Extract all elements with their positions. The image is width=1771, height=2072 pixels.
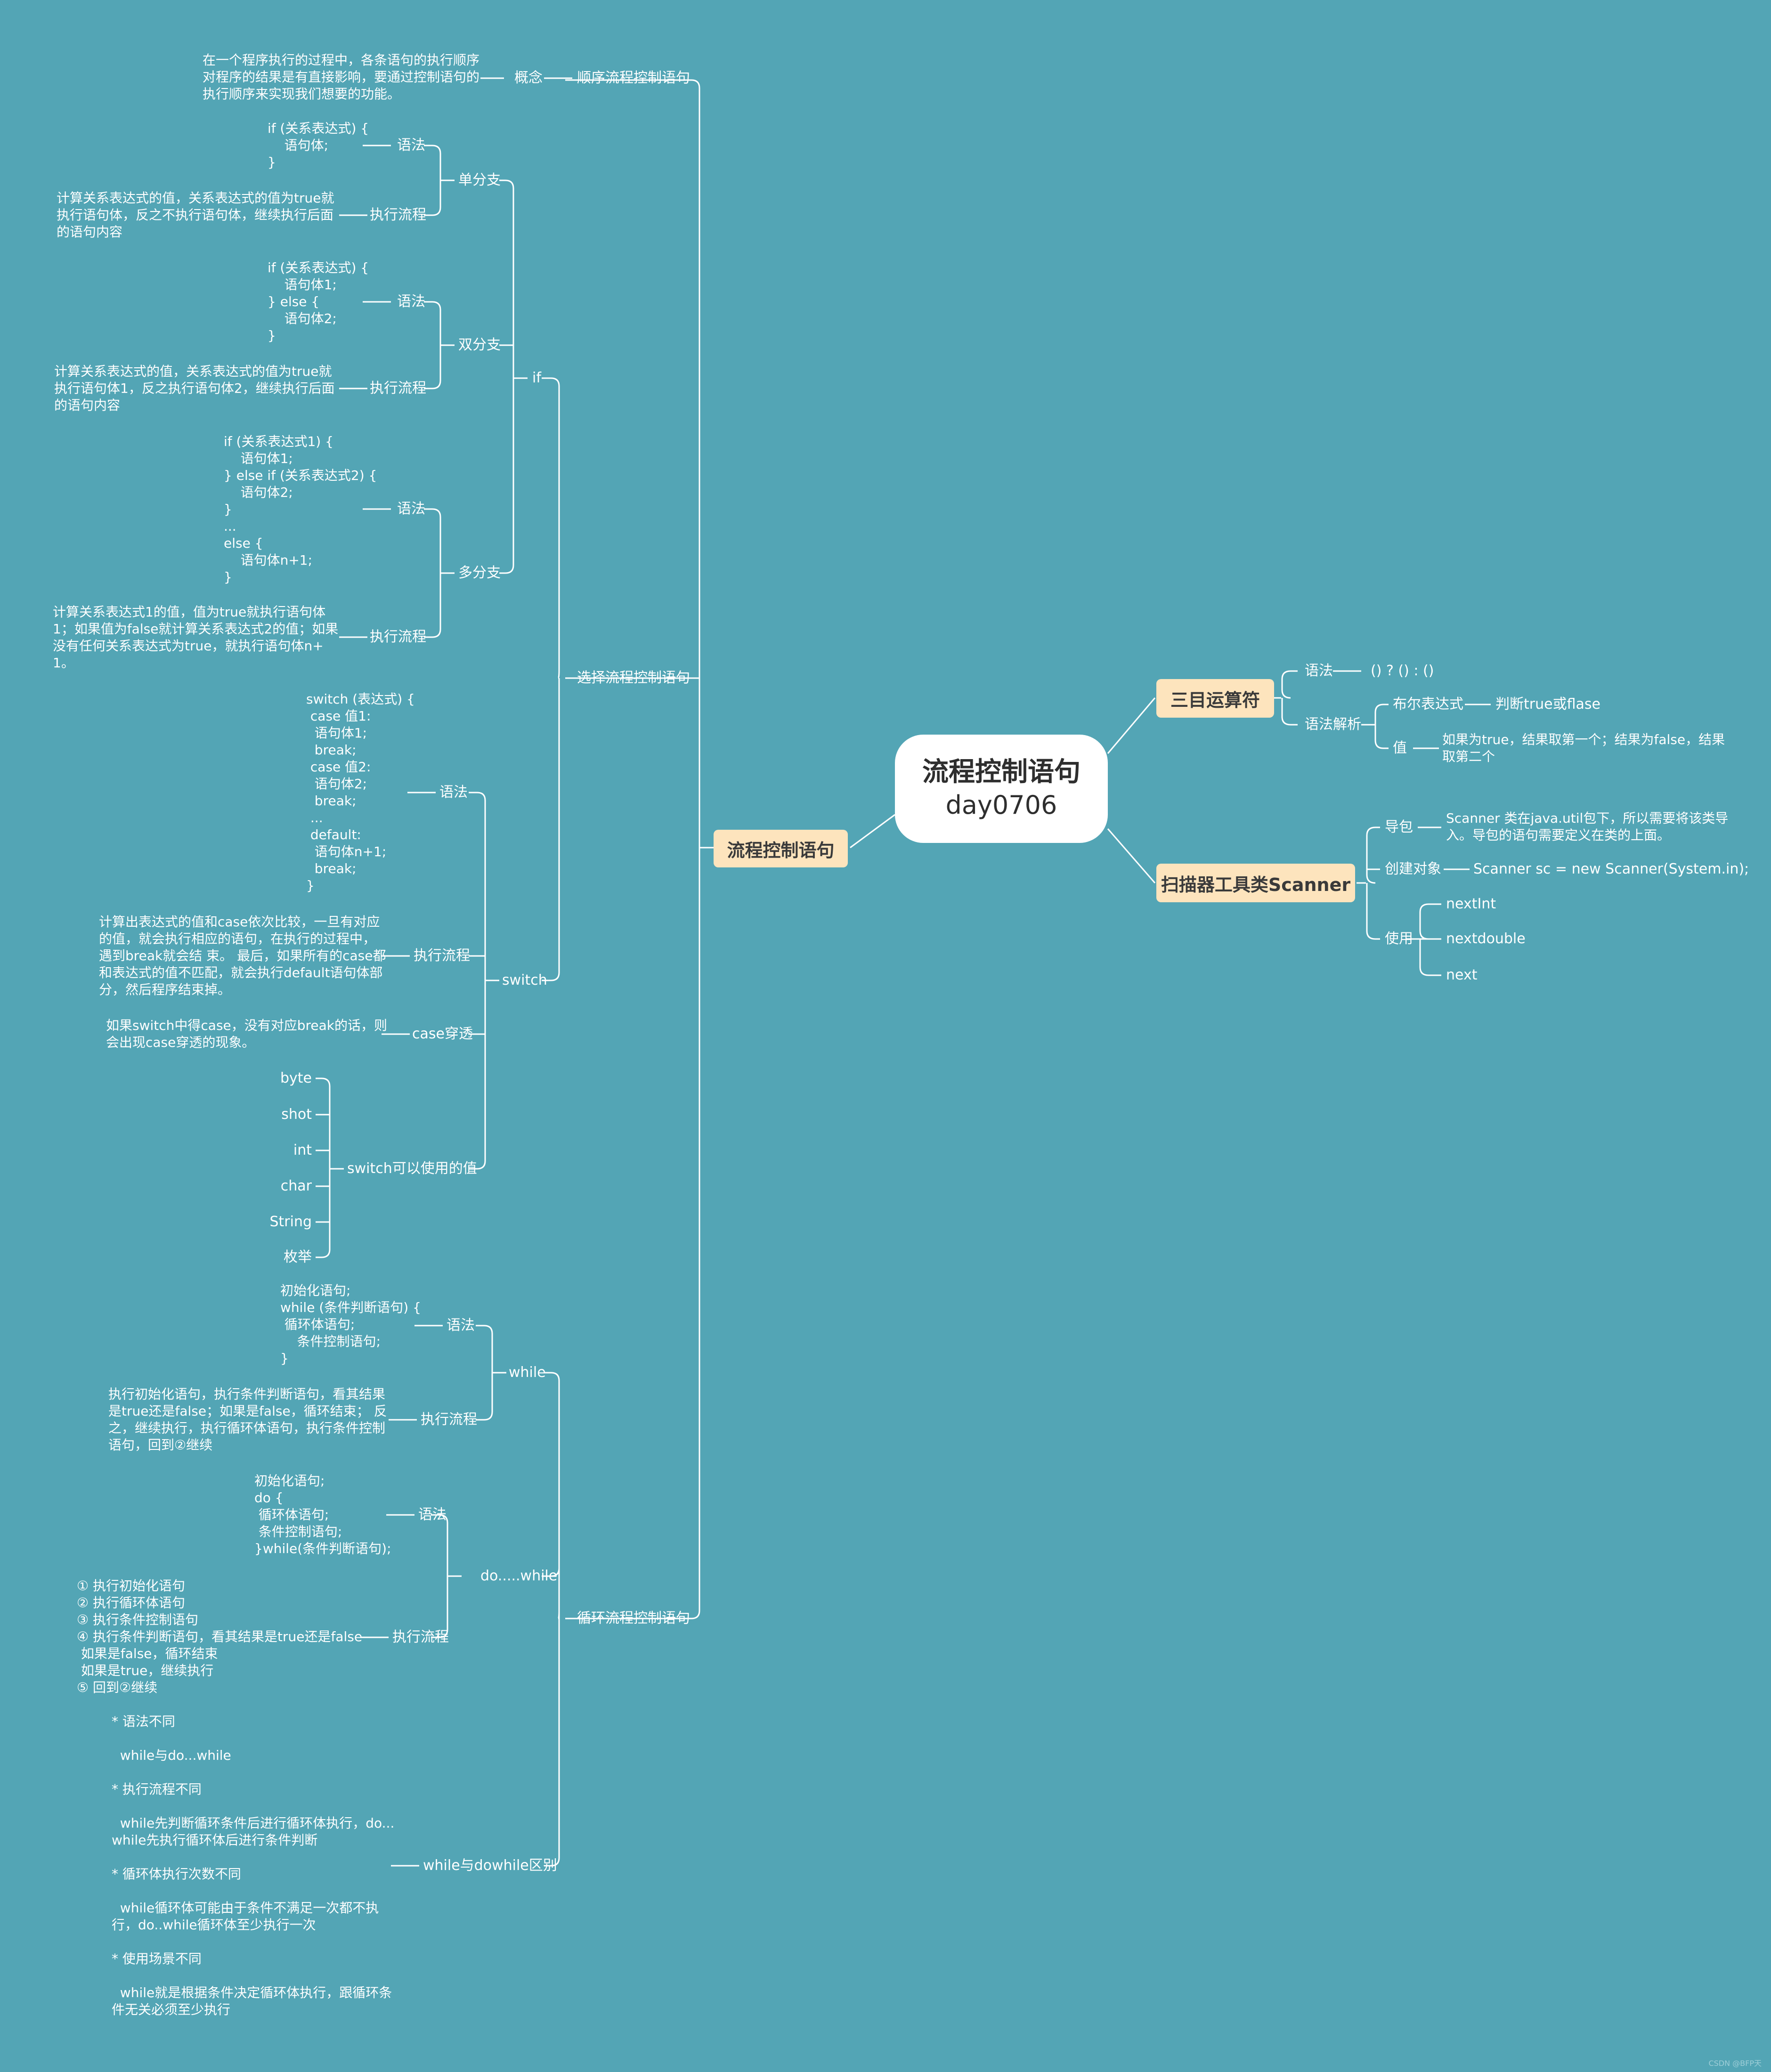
node-switch-flow[interactable]: 执行流程 bbox=[414, 947, 470, 964]
text-boolean-expression: 判断true或flase bbox=[1495, 696, 1600, 712]
node-single-flow[interactable]: 执行流程 bbox=[370, 207, 426, 223]
text-switch-flow: 计算出表达式的值和case依次比较，一旦有对应 的值，就会执行相应的语句，在执行… bbox=[99, 914, 386, 997]
branch-left-main[interactable]: 流程控制语句 bbox=[714, 830, 848, 867]
switch-value-item[interactable]: int bbox=[293, 1142, 312, 1158]
node-ternary-value[interactable]: 值 bbox=[1393, 740, 1407, 756]
node-boolean-expression[interactable]: 布尔表达式 bbox=[1393, 696, 1463, 712]
central-title: 流程控制语句 bbox=[922, 757, 1080, 787]
text-while-syntax: 初始化语句; while (条件判断语句) { 循环体语句; 条件控制语句; } bbox=[280, 1283, 421, 1366]
branch-scanner[interactable]: 扫描器工具类Scanner bbox=[1156, 864, 1355, 902]
text-while-flow: 执行初始化语句，执行条件判断语句，看其结果 是true还是false；如果是fa… bbox=[108, 1386, 387, 1453]
scanner-use-item[interactable]: nextdouble bbox=[1446, 931, 1526, 947]
text-multi-syntax: if (关系表达式1) { 语句体1; } else if (关系表达式2) {… bbox=[224, 434, 377, 585]
branch-ternary[interactable]: 三目运算符 bbox=[1156, 679, 1274, 718]
node-double-syntax[interactable]: 语法 bbox=[397, 293, 425, 310]
text-scanner-import: Scanner 类在java.util包下，所以需要将该类导 入。导包的语句需要… bbox=[1446, 810, 1729, 843]
text-dowhile-syntax: 初始化语句; do { 循环体语句; 条件控制语句; }while(条件判断语句… bbox=[254, 1473, 391, 1556]
node-dowhile-flow[interactable]: 执行流程 bbox=[392, 1629, 449, 1645]
text-single-flow: 计算关系表达式的值，关系表达式的值为true就 执行语句体，反之不执行语句体，继… bbox=[57, 190, 334, 240]
node-ternary-parse[interactable]: 语法解析 bbox=[1305, 716, 1361, 733]
node-sequential[interactable]: 顺序流程控制语句 bbox=[577, 70, 690, 86]
node-double-branch[interactable]: 双分支 bbox=[458, 337, 501, 353]
node-if[interactable]: if bbox=[532, 370, 541, 386]
text-double-syntax: if (关系表达式) { 语句体1; } else { 语句体2; } bbox=[268, 260, 369, 343]
text-double-flow: 计算关系表达式的值，关系表达式的值为true就 执行语句体1，反之执行语句体2，… bbox=[54, 364, 335, 413]
node-concept[interactable]: 概念 bbox=[514, 70, 543, 86]
node-while-syntax[interactable]: 语法 bbox=[447, 1317, 475, 1334]
node-scanner-create[interactable]: 创建对象 bbox=[1385, 861, 1441, 877]
switch-value-item[interactable]: byte bbox=[280, 1070, 312, 1086]
node-loop[interactable]: 循环流程控制语句 bbox=[577, 1610, 690, 1627]
switch-value-item[interactable]: char bbox=[280, 1178, 312, 1194]
scanner-use-item[interactable]: next bbox=[1446, 967, 1478, 983]
text-ternary-syntax: () ? () : () bbox=[1371, 663, 1434, 679]
central-topic[interactable]: 流程控制语句 day0706 bbox=[895, 735, 1108, 843]
switch-value-item[interactable]: 枚举 bbox=[284, 1249, 312, 1265]
text-single-syntax: if (关系表达式) { 语句体; } bbox=[268, 121, 369, 170]
watermark: CSDN @BFP天 bbox=[1708, 2059, 1762, 2068]
scanner-use-item[interactable]: nextInt bbox=[1446, 896, 1496, 912]
node-while[interactable]: while bbox=[509, 1364, 546, 1381]
node-multi-syntax[interactable]: 语法 bbox=[397, 501, 425, 517]
node-dowhile-syntax[interactable]: 语法 bbox=[418, 1506, 447, 1523]
node-ternary-syntax[interactable]: 语法 bbox=[1305, 663, 1333, 679]
node-switch[interactable]: switch bbox=[502, 972, 547, 988]
switch-value-item[interactable]: shot bbox=[281, 1106, 312, 1123]
node-selection[interactable]: 选择流程控制语句 bbox=[577, 670, 690, 686]
node-single-branch[interactable]: 单分支 bbox=[458, 172, 501, 188]
text-scanner-create: Scanner sc = new Scanner(System.in); bbox=[1473, 861, 1749, 877]
text-case-fallthrough: 如果switch中得case，没有对应break的话，则 会出现case穿透的现… bbox=[106, 1018, 388, 1050]
text-multi-flow: 计算关系表达式1的值，值为true就执行语句体 1；如果值为false就计算关系… bbox=[53, 604, 339, 671]
node-switch-values[interactable]: switch可以使用的值 bbox=[347, 1160, 477, 1177]
node-single-syntax[interactable]: 语法 bbox=[397, 137, 425, 154]
node-dowhile[interactable]: do.....while bbox=[480, 1568, 558, 1584]
text-ternary-value: 如果为true，结果取第一个；结果为false，结果 取第二个 bbox=[1442, 732, 1725, 764]
node-while-dowhile-diff[interactable]: while与dowhile区别 bbox=[423, 1857, 557, 1874]
switch-value-item[interactable]: String bbox=[269, 1214, 312, 1230]
node-multi-flow[interactable]: 执行流程 bbox=[370, 629, 426, 645]
text-while-dowhile-diff: * 语法不同 while与do...while * 执行流程不同 while先判… bbox=[112, 1714, 395, 2017]
node-multi-branch[interactable]: 多分支 bbox=[458, 565, 501, 581]
node-scanner-import[interactable]: 导包 bbox=[1385, 819, 1413, 835]
text-concept: 在一个程序执行的过程中，各条语句的执行顺序 对程序的结果是有直接影响，要通过控制… bbox=[203, 52, 480, 102]
node-switch-syntax[interactable]: 语法 bbox=[439, 784, 468, 801]
text-dowhile-flow: ① 执行初始化语句 ② 执行循环体语句 ③ 执行条件控制语句 ④ 执行条件判断语… bbox=[77, 1578, 363, 1695]
node-scanner-use[interactable]: 使用 bbox=[1385, 931, 1413, 947]
node-while-flow[interactable]: 执行流程 bbox=[421, 1411, 477, 1428]
node-case-fallthrough[interactable]: case穿透 bbox=[412, 1026, 473, 1042]
node-double-flow[interactable]: 执行流程 bbox=[370, 380, 426, 397]
text-switch-syntax: switch (表达式) { case 值1: 语句体1; break; cas… bbox=[306, 691, 415, 893]
central-subtitle: day0706 bbox=[945, 790, 1057, 820]
